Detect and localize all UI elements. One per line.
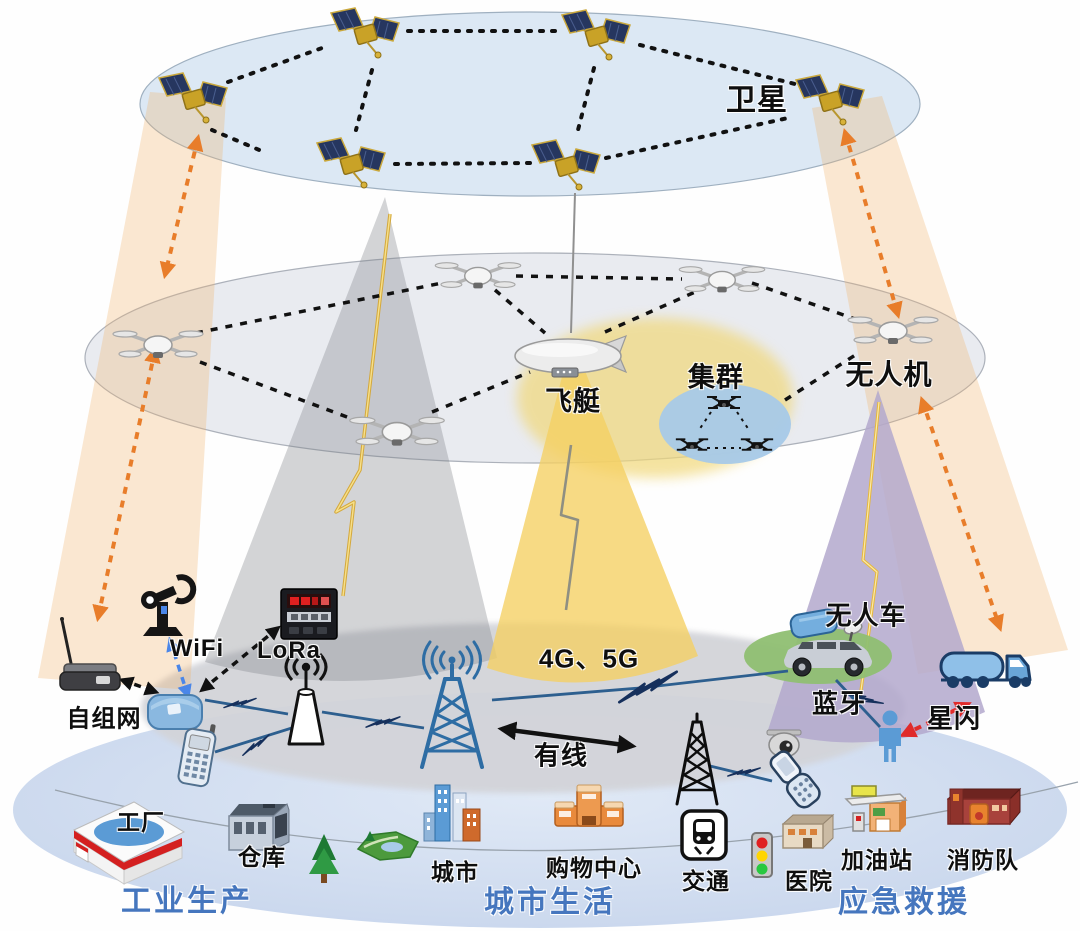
robot-arm-icon <box>141 574 197 636</box>
satellite-ground-arrows <box>92 127 1004 632</box>
adhoc-arrow <box>118 676 160 696</box>
transit-icon <box>680 809 728 861</box>
cctv-camera-icon <box>766 729 802 758</box>
hospital-icon <box>781 813 835 850</box>
wifi-arrow <box>166 636 192 700</box>
mall-label: 购物中心 <box>546 855 642 881</box>
adhoc-label: 自组网 <box>66 705 142 733</box>
cellular-label: 4G、5G <box>538 643 640 674</box>
uav-label: 无人机 <box>845 359 933 390</box>
emergency-zone-label: 应急救援 <box>838 886 970 919</box>
lora-label: LoRa <box>257 637 321 664</box>
traffic-light-icon <box>751 832 773 878</box>
ground-ring-line <box>54 781 1079 852</box>
warehouse-icon <box>228 803 290 851</box>
city-icon <box>423 784 481 842</box>
handheld-radio-icon <box>177 724 217 788</box>
satellite-layer-label: 卫星 <box>726 84 788 117</box>
satellite-layer-ellipse <box>139 11 921 197</box>
nearlink-label: 星闪 <box>926 703 982 734</box>
vertical-lightning-bolts <box>334 213 881 699</box>
yellow-coverage-cone <box>487 338 698 683</box>
wired-label: 有线 <box>533 740 589 771</box>
wifi-label: WiFi <box>169 635 225 662</box>
gas-station-label: 加油站 <box>841 847 913 873</box>
hospital-label: 医院 <box>785 868 833 894</box>
aerial-links <box>195 274 861 422</box>
horn-antenna-icon <box>284 652 328 746</box>
park-icon <box>356 831 420 861</box>
airship-icon <box>514 334 628 378</box>
ground-shade-ellipse <box>141 623 905 793</box>
city-zone-label: 城市生活 <box>484 886 616 919</box>
wired-arrow <box>497 721 637 754</box>
fire-station-icon <box>946 787 1022 826</box>
swarm-links <box>698 411 750 449</box>
plc-meter-icon <box>280 588 338 640</box>
tree-icon <box>309 834 339 883</box>
adhoc-router-icon <box>59 617 121 691</box>
warehouse-label: 仓库 <box>238 844 286 870</box>
airship-mast-line <box>570 192 576 334</box>
gray-coverage-cone <box>205 197 497 682</box>
satellite-links <box>210 29 797 166</box>
tanker-truck-icon <box>939 651 1032 688</box>
factory-icon <box>72 801 186 885</box>
gas-station-icon <box>844 785 908 832</box>
factory-label: 工厂 <box>117 809 165 835</box>
flip-phone-icon <box>769 750 821 809</box>
industry-zone-label: 工业生产 <box>121 885 253 918</box>
left-satellite-beam <box>38 92 226 690</box>
access-point-icon <box>147 694 203 730</box>
ugv-label: 无人车 <box>825 600 907 631</box>
person-icon <box>879 710 901 762</box>
lora-arrow <box>199 625 281 693</box>
fire-station-label: 消防队 <box>947 847 1019 873</box>
bluetooth-label: 蓝牙 <box>811 688 867 719</box>
swarm-ellipse <box>659 384 791 464</box>
swarm-label: 集群 <box>688 362 744 393</box>
airship-label: 飞艇 <box>545 386 601 417</box>
mall-icon <box>554 784 624 827</box>
lattice-tower-icon <box>675 712 719 806</box>
unmanned-car-icon <box>784 608 872 677</box>
transit-label: 交通 <box>682 868 730 894</box>
cell-tower-icon <box>420 640 484 769</box>
city-label: 城市 <box>431 859 479 885</box>
